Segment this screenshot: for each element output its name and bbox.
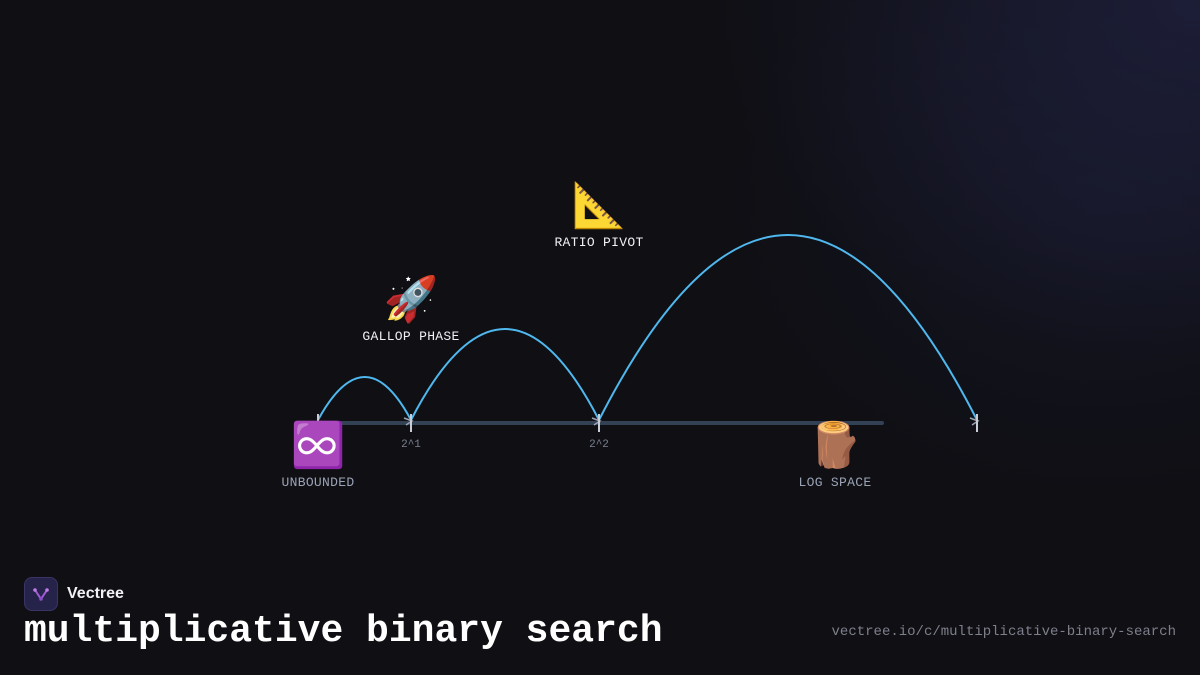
brand-name: Vectree bbox=[67, 585, 124, 602]
node-label-unbounded: UNBOUNDED bbox=[282, 475, 355, 490]
infinity-icon: ♾️ bbox=[291, 420, 346, 471]
vectree-logo-mark bbox=[33, 588, 49, 601]
jump-arc-1 bbox=[317, 376, 412, 421]
rocket-icon: 🚀 bbox=[384, 274, 439, 325]
source-url[interactable]: vectree.io/c/multiplicative-binary-searc… bbox=[831, 624, 1176, 640]
jump-arc-2 bbox=[410, 328, 600, 421]
jump-arc-3 bbox=[598, 234, 978, 421]
node-label-gallop-phase: GALLOP PHASE bbox=[362, 329, 459, 344]
triangular-ruler-icon: 📐 bbox=[572, 180, 627, 231]
wood-log-icon: 🪵 bbox=[808, 420, 863, 471]
tick-label-2-1: 2^1 bbox=[401, 439, 421, 451]
page-title: multiplicative binary search bbox=[24, 610, 663, 653]
node-label-ratio-pivot: RATIO PIVOT bbox=[554, 235, 643, 250]
brand: Vectree bbox=[24, 577, 124, 611]
node-label-log-space: LOG SPACE bbox=[799, 475, 872, 490]
vectree-logo-icon bbox=[24, 577, 58, 611]
tick-label-2-2: 2^2 bbox=[589, 439, 609, 451]
